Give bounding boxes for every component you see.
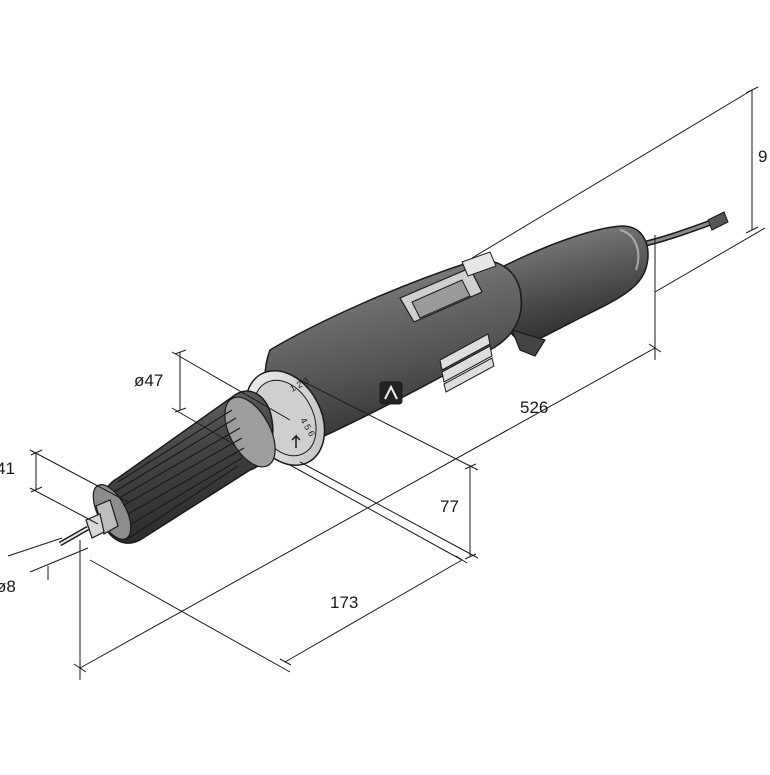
dimension-526-label: 526 — [520, 398, 548, 417]
dimension-labels: 526 9 ø47 77 173 41 ø8 — [0, 147, 767, 612]
dimension-41-label: 41 — [0, 459, 15, 478]
dimension-diameter-47-label: ø47 — [134, 371, 163, 390]
direction-arrow-icon — [291, 434, 301, 448]
dimension-height-label: 9 — [758, 147, 767, 166]
grip-ribs — [111, 409, 245, 541]
vent-slots — [439, 333, 495, 393]
dimension-diameter-8-label: ø8 — [0, 577, 16, 596]
dimension-173-label: 173 — [330, 593, 358, 612]
dimension-lines — [7, 86, 766, 680]
straight-grinder-illustration: 1 2 3 4 5 6 — [58, 211, 729, 547]
dimension-77-label: 77 — [440, 497, 459, 516]
